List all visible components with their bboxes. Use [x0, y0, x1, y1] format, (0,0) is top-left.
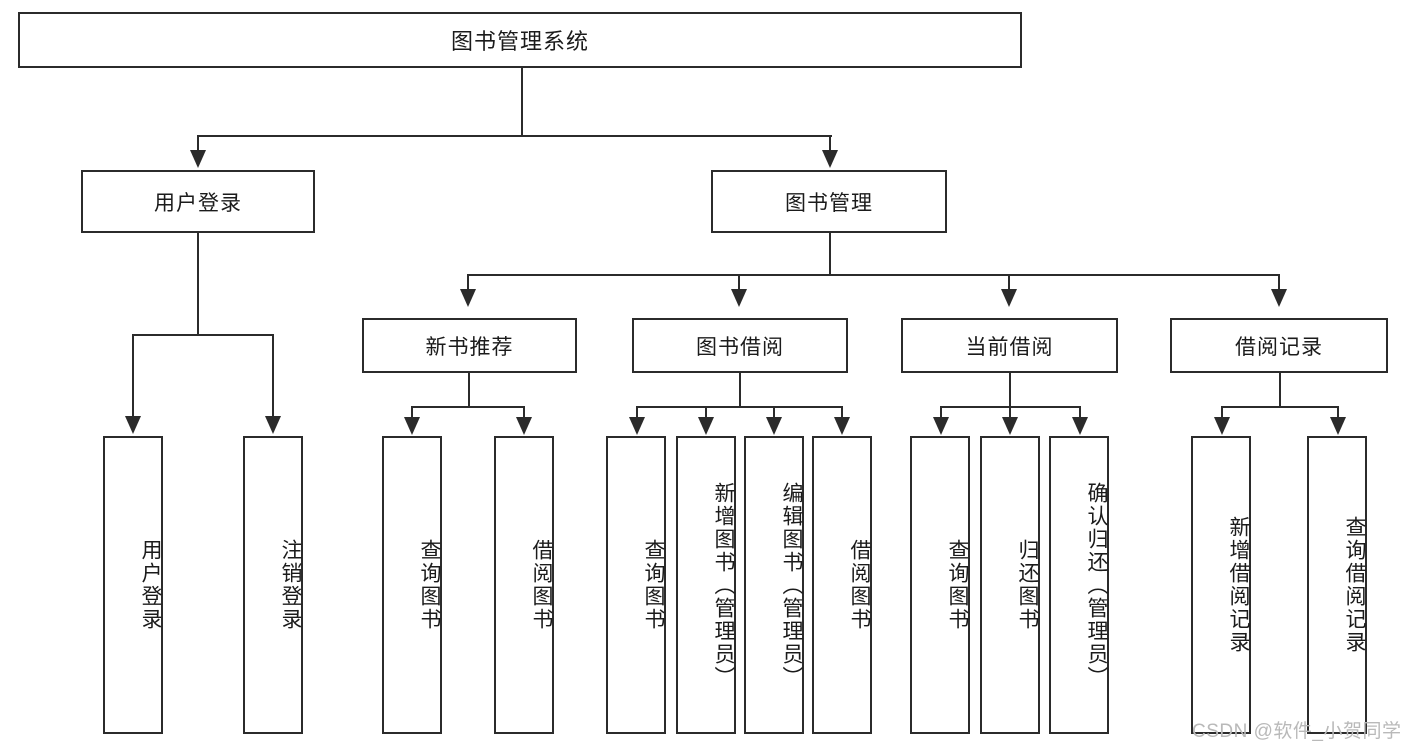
edge-borrow-record-stem — [1279, 373, 1281, 407]
edge-current-borrow-leaf-1 — [940, 406, 942, 419]
edge-new-book-stem — [468, 373, 470, 407]
leaf-current-borrow-confirm[interactable]: 确认归还（管理员） — [1049, 436, 1109, 734]
arrow-book-borrow-leaf-3-icon — [766, 417, 782, 435]
edge-to-book-manage — [829, 135, 831, 153]
arrow-current-borrow-leaf-1-icon — [933, 417, 949, 435]
leaf-user-login-login[interactable]: 用户登录 — [103, 436, 163, 734]
arrow-book-borrow-leaf-4-icon — [834, 417, 850, 435]
node-label: 查询借阅记录 — [1343, 516, 1366, 654]
node-borrow-record[interactable]: 借阅记录 — [1170, 318, 1388, 373]
leaf-book-borrow-edit[interactable]: 编辑图书（管理员） — [744, 436, 804, 734]
edge-borrow-record-leaf-2 — [1337, 406, 1339, 419]
node-label: 借阅记录 — [1235, 335, 1323, 359]
edge-book-borrow-stem — [739, 373, 741, 407]
arrow-book-borrow-leaf-2-icon — [698, 417, 714, 435]
leaf-borrow-record-query[interactable]: 查询借阅记录 — [1307, 436, 1367, 734]
edge-to-borrow-record — [1278, 274, 1280, 292]
node-user-login[interactable]: 用户登录 — [81, 170, 315, 233]
edge-to-book-borrow — [738, 274, 740, 292]
arrow-borrow-record-leaf-2-icon — [1330, 417, 1346, 435]
edge-current-borrow-leaf-2 — [1009, 406, 1011, 419]
node-label: 用户登录 — [154, 191, 242, 215]
edge-borrow-record-bus — [1222, 406, 1338, 408]
node-label: 新书推荐 — [425, 335, 514, 359]
edge-book-borrow-leaf-1 — [636, 406, 638, 419]
node-label: 当前借阅 — [965, 335, 1054, 359]
edge-book-borrow-bus — [637, 406, 843, 408]
node-label: 注销登录 — [279, 539, 302, 631]
edge-user-login-bus — [133, 334, 274, 336]
leaf-book-borrow-add[interactable]: 新增图书（管理员） — [676, 436, 736, 734]
edge-book-borrow-leaf-2 — [705, 406, 707, 419]
arrow-to-new-book-icon — [460, 289, 476, 307]
leaf-current-borrow-return[interactable]: 归还图书 — [980, 436, 1040, 734]
node-label: 查询图书 — [642, 539, 665, 631]
edge-user-login-leaf-1 — [132, 334, 134, 418]
node-root-system[interactable]: 图书管理系统 — [18, 12, 1022, 68]
edge-root-stem — [521, 68, 523, 136]
edge-level2-bus — [198, 135, 832, 137]
edge-new-book-bus — [412, 406, 525, 408]
node-label: 归还图书 — [1016, 539, 1039, 631]
arrow-to-book-borrow-icon — [731, 289, 747, 307]
arrow-user-login-leaf-2-icon — [265, 416, 281, 434]
edge-book-borrow-leaf-4 — [841, 406, 843, 419]
node-label: 图书借阅 — [696, 335, 784, 359]
node-label: 新增借阅记录 — [1227, 516, 1250, 654]
leaf-new-book-query[interactable]: 查询图书 — [382, 436, 442, 734]
edge-user-login-stem — [197, 233, 199, 335]
arrow-new-book-leaf-1-icon — [404, 417, 420, 435]
arrow-book-borrow-leaf-1-icon — [629, 417, 645, 435]
edge-to-new-book — [467, 274, 469, 292]
leaf-book-borrow-query[interactable]: 查询图书 — [606, 436, 666, 734]
arrow-to-current-borrow-icon — [1001, 289, 1017, 307]
node-label: 用户登录 — [139, 539, 162, 631]
node-label: 编辑图书（管理员） — [780, 481, 803, 689]
leaf-new-book-borrow[interactable]: 借阅图书 — [494, 436, 554, 734]
edge-current-borrow-bus — [941, 406, 1081, 408]
arrow-current-borrow-leaf-2-icon — [1002, 417, 1018, 435]
node-label: 查询图书 — [418, 539, 441, 631]
node-new-book-recommend[interactable]: 新书推荐 — [362, 318, 577, 373]
node-label: 借阅图书 — [848, 539, 871, 631]
edge-new-book-leaf-2 — [523, 406, 525, 419]
node-current-borrow[interactable]: 当前借阅 — [901, 318, 1118, 373]
edge-borrow-record-leaf-1 — [1221, 406, 1223, 419]
node-label: 借阅图书 — [530, 539, 553, 631]
arrow-to-borrow-record-icon — [1271, 289, 1287, 307]
leaf-current-borrow-query[interactable]: 查询图书 — [910, 436, 970, 734]
node-label: 确认归还（管理员） — [1085, 481, 1108, 689]
edge-new-book-leaf-1 — [411, 406, 413, 419]
arrow-to-book-manage-icon — [822, 150, 838, 168]
edge-book-manage-stem — [829, 233, 831, 275]
node-label: 图书管理系统 — [450, 29, 589, 54]
arrow-borrow-record-leaf-1-icon — [1214, 417, 1230, 435]
edge-to-current-borrow — [1008, 274, 1010, 292]
arrow-to-user-login-icon — [190, 150, 206, 168]
edge-current-borrow-leaf-3 — [1079, 406, 1081, 419]
watermark-text: CSDN @软件_小贺同学 — [1192, 721, 1402, 742]
arrow-new-book-leaf-2-icon — [516, 417, 532, 435]
arrow-user-login-leaf-1-icon — [125, 416, 141, 434]
node-label: 查询图书 — [946, 539, 969, 631]
edge-level3-bus — [468, 274, 1279, 276]
node-label: 图书管理 — [785, 191, 873, 215]
edge-to-user-login — [197, 135, 199, 153]
arrow-current-borrow-leaf-3-icon — [1072, 417, 1088, 435]
node-label: 新增图书（管理员） — [712, 481, 735, 689]
leaf-borrow-record-add[interactable]: 新增借阅记录 — [1191, 436, 1251, 734]
leaf-book-borrow-lend[interactable]: 借阅图书 — [812, 436, 872, 734]
edge-user-login-leaf-2 — [272, 334, 274, 418]
edge-current-borrow-stem — [1009, 373, 1011, 407]
node-book-borrow[interactable]: 图书借阅 — [632, 318, 848, 373]
edge-book-borrow-leaf-3 — [773, 406, 775, 419]
node-book-manage[interactable]: 图书管理 — [711, 170, 947, 233]
leaf-user-login-logout[interactable]: 注销登录 — [243, 436, 303, 734]
